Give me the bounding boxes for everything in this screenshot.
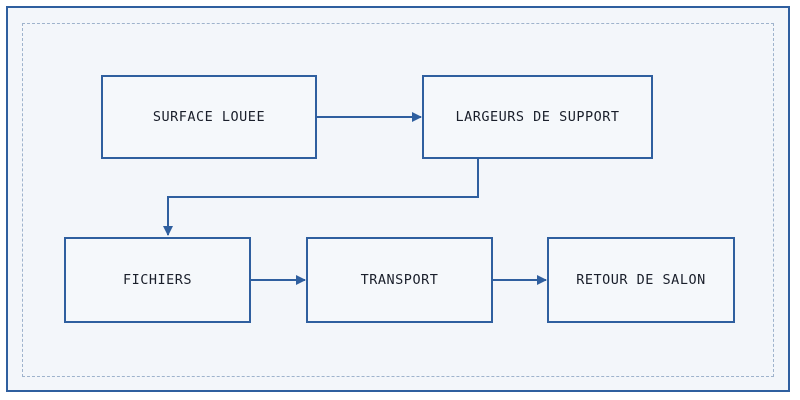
node-largeurs-de-support: LARGEURS DE SUPPORT bbox=[422, 75, 653, 159]
node-transport: TRANSPORT bbox=[306, 237, 493, 323]
diagram-frame bbox=[6, 6, 790, 392]
node-surface-louee: SURFACE LOUEE bbox=[101, 75, 317, 159]
dashed-boundary bbox=[22, 23, 774, 377]
node-fichiers: FICHIERS bbox=[64, 237, 251, 323]
edge-largeurs-to-fichiers bbox=[163, 159, 479, 236]
node-retour-de-salon: RETOUR DE SALON bbox=[547, 237, 735, 323]
